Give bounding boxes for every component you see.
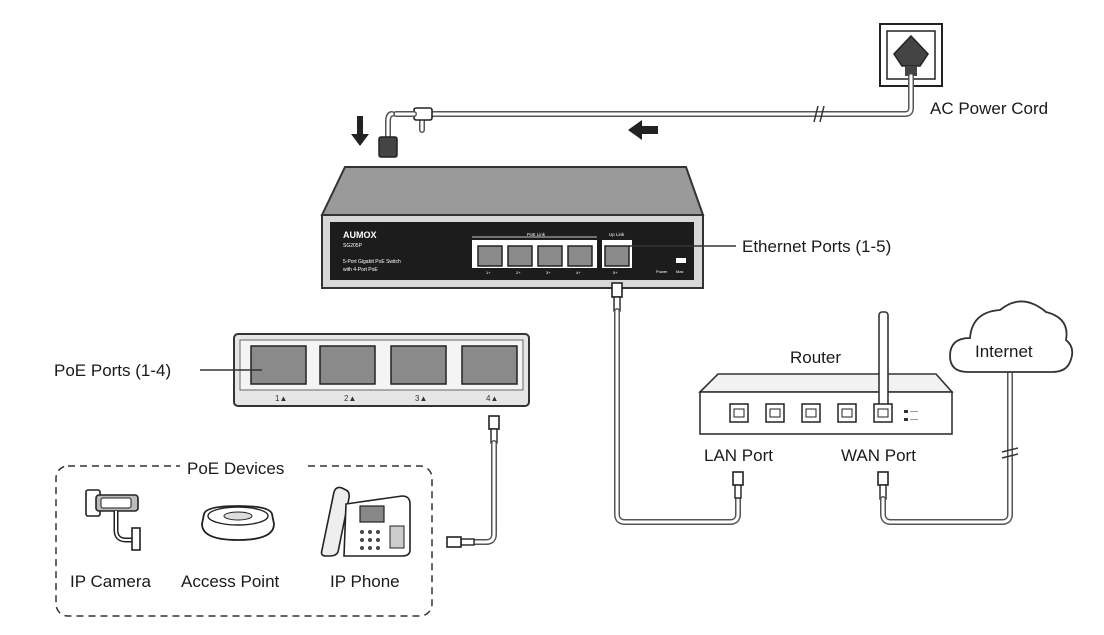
ac-power-cord-label: AC Power Cord (930, 99, 1048, 118)
ip-phone-icon (320, 486, 411, 557)
cable-router-to-internet (877, 369, 1019, 525)
poe-panel-port-num-4: 4▲ (486, 394, 498, 403)
internet-label: Internet (975, 342, 1033, 361)
ip-camera-icon (85, 489, 141, 551)
rj45-plug-lan-icon (732, 471, 744, 486)
router-label: Router (790, 348, 841, 367)
switch-poe-ports (477, 245, 593, 267)
switch-port-3 (537, 245, 563, 267)
poe-devices-group: PoE Devices IP Ca (55, 458, 433, 617)
poe-panel-port-num-3: 3▲ (415, 394, 427, 403)
internet-cloud-icon: Internet (949, 300, 1074, 373)
rj45-plug-poe-icon (488, 415, 500, 430)
router-antenna (878, 311, 889, 409)
uplink-port-label: 5+ (613, 270, 618, 275)
poe-ports-label: PoE Ports (1-4) (54, 361, 171, 380)
switch-brand: AUMOX (343, 230, 377, 240)
ethernet-ports-label: Ethernet Ports (1-5) (742, 237, 891, 256)
ip-phone-label: IP Phone (330, 572, 400, 591)
poe-panel-port-1 (250, 345, 307, 385)
ac-power-cord: AC Power Cord (351, 23, 1048, 158)
rj45-plug-wan-icon (877, 471, 889, 486)
switch-top-panel (320, 166, 705, 216)
switch-uplink-port (604, 245, 630, 267)
poe-panel-port-2 (319, 345, 376, 385)
switch-model: SG205P (343, 243, 363, 249)
switch-desc-2: with 4-Port PoE (343, 267, 378, 273)
poe-link-label: PoE Link (527, 232, 546, 237)
max-label: Max (676, 269, 684, 274)
switch-port-4 (567, 245, 593, 267)
router-led-1 (904, 410, 908, 413)
router: Router LAN Port WAN Port (698, 311, 954, 465)
uplink-label: Up Link (609, 232, 625, 237)
switch-port-label-4: 4+ (576, 270, 581, 275)
access-point-icon (201, 505, 275, 541)
router-lan-ports (729, 403, 857, 423)
rj45-plug-devices-icon (446, 536, 462, 548)
poe-panel-port-3 (390, 345, 447, 385)
poe-switch: AUMOX SG205P 5-Port Gigabit PoE Switch w… (320, 166, 891, 289)
poe-port-panel: 1▲ 2▲ 3▲ 4▲ PoE Ports (1-4) (54, 333, 530, 407)
rj45-plug-icon (611, 282, 623, 298)
ip-camera-label: IP Camera (70, 572, 151, 591)
access-point-label: Access Point (181, 572, 280, 591)
arrow-down-icon (351, 116, 369, 146)
switch-port-label-1: 1+ (486, 270, 491, 275)
poe-panel-port-num-1: 1▲ (275, 394, 287, 403)
router-led-2 (904, 418, 908, 421)
lan-port-label: LAN Port (704, 446, 773, 465)
arrow-left-icon (628, 120, 658, 140)
switch-port-1 (477, 245, 503, 267)
poe-panel-port-4 (461, 345, 518, 385)
cable-switch-to-router (611, 282, 744, 525)
cable-poe-to-devices (446, 415, 500, 548)
switch-port-label-2: 2+ (516, 270, 521, 275)
switch-mode-toggle (676, 258, 686, 263)
poe-panel-port-num-2: 2▲ (344, 394, 356, 403)
switch-port-label-3: 3+ (546, 270, 551, 275)
switch-port-2 (507, 245, 533, 267)
wan-port-label: WAN Port (841, 446, 916, 465)
switch-desc-1: 5-Port Gigabit PoE Switch (343, 259, 401, 265)
iec-plug-icon (378, 136, 398, 158)
poe-panel-ports (250, 345, 518, 385)
power-label: Power (656, 269, 668, 274)
poe-devices-label: PoE Devices (187, 459, 284, 478)
